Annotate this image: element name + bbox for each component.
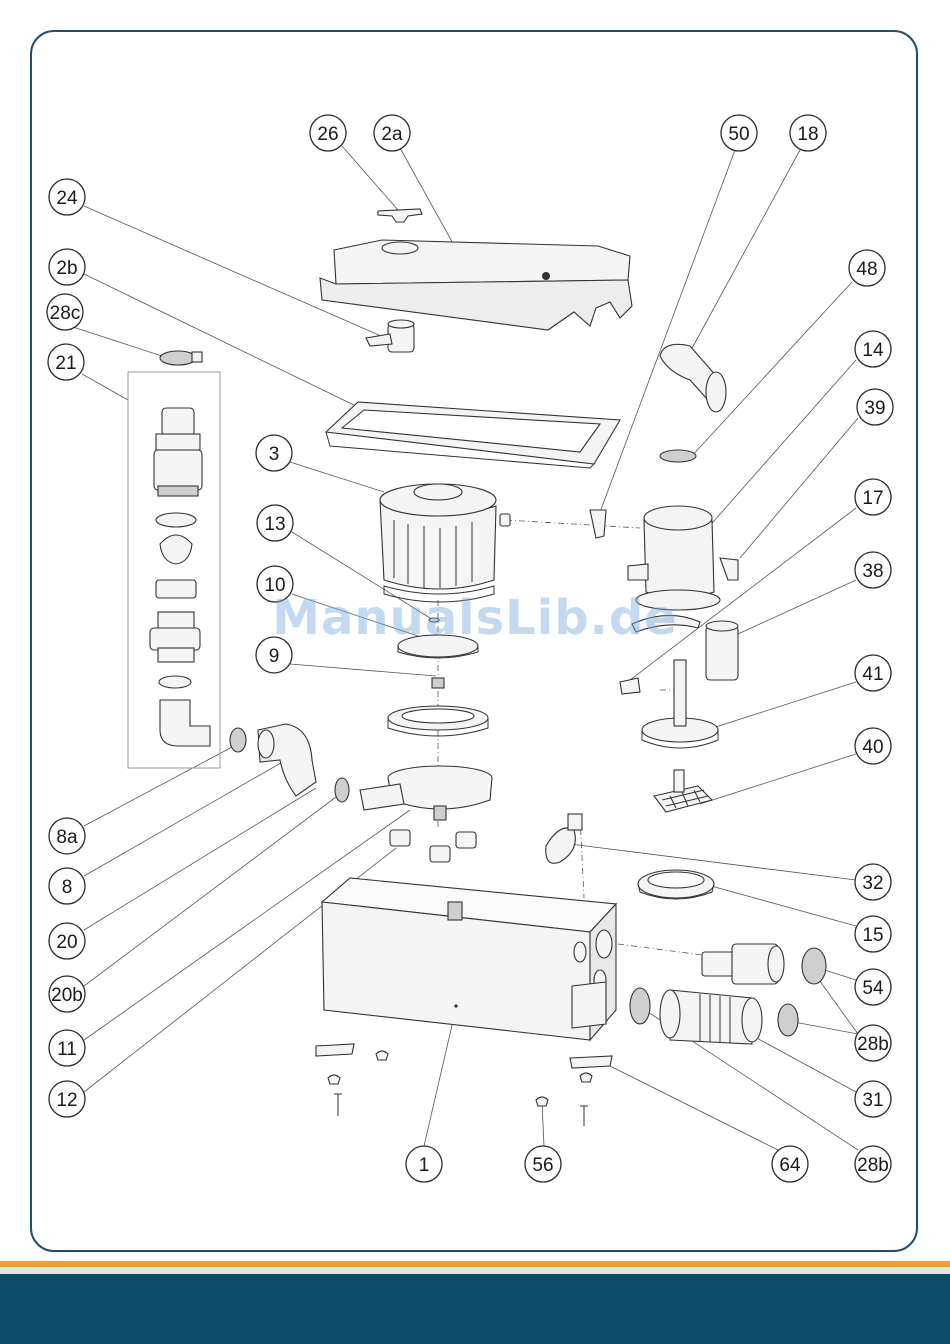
callout-label: 20	[56, 932, 77, 953]
callout-15: 15	[855, 916, 891, 952]
callout-38: 38	[855, 552, 891, 588]
callout-label: 21	[55, 353, 76, 374]
callout-label: 8a	[56, 827, 78, 848]
callout-64: 64	[772, 1146, 808, 1182]
part-28c-clamp	[160, 351, 202, 365]
callout-label: 14	[862, 340, 884, 361]
part-18-elbow	[660, 344, 726, 412]
callout-label: 26	[317, 124, 338, 145]
callout-11: 11	[49, 1030, 85, 1066]
callout-label: 15	[862, 925, 883, 946]
callout-31: 31	[855, 1081, 891, 1117]
callout-48: 48	[849, 250, 885, 286]
part-8-elbow	[258, 724, 316, 796]
callout-8: 8	[49, 868, 85, 904]
callout-40: 40	[855, 728, 891, 764]
callout-label: 8	[62, 877, 73, 898]
callout-label: 3	[269, 444, 280, 465]
callout-label: 50	[728, 124, 749, 145]
footer-light-stripe	[0, 1267, 950, 1274]
callout-label: 9	[269, 646, 280, 667]
part-3-motor	[380, 484, 510, 602]
callout-41: 41	[855, 655, 891, 691]
callout-label: 56	[532, 1155, 553, 1176]
callout-14: 14	[855, 331, 891, 367]
callout-2b: 2b	[49, 249, 85, 285]
callout-32: 32	[855, 864, 891, 900]
callout-label: 12	[56, 1090, 77, 1111]
callout-label: 13	[264, 514, 285, 535]
part-32-flap	[546, 814, 582, 863]
callout-label: 41	[862, 664, 883, 685]
part-12-feet	[390, 830, 476, 862]
part-50-clip	[590, 510, 606, 538]
callout-28c: 28c	[47, 294, 83, 330]
callout-50: 50	[721, 115, 757, 151]
part-64-bracket	[316, 1044, 612, 1084]
part-8a-clamp	[230, 728, 246, 752]
callout-label: 2b	[56, 258, 77, 279]
callout-20: 20	[49, 923, 85, 959]
callout-label: 28b	[857, 1155, 889, 1176]
callout-label: 39	[864, 398, 885, 419]
callout-8a: 8a	[49, 818, 85, 854]
part-2a-lid	[320, 240, 632, 330]
part-54-adapter	[702, 944, 784, 984]
callout-label: 17	[862, 488, 883, 509]
part-39-pin	[720, 558, 738, 580]
callout-20b: 20b	[49, 976, 85, 1012]
part-15-seal	[638, 870, 714, 899]
callout-56: 56	[525, 1146, 561, 1182]
callout-3: 3	[256, 435, 292, 471]
callout-12: 12	[49, 1081, 85, 1117]
callout-label: 20b	[51, 985, 83, 1006]
part-56-feet	[334, 1094, 588, 1126]
callout-26: 26	[310, 115, 346, 151]
callout-label: 24	[56, 188, 78, 209]
callout-18: 18	[790, 115, 826, 151]
callout-label: 1	[419, 1155, 430, 1176]
callout-label: 38	[862, 561, 883, 582]
callout-label: 40	[862, 737, 883, 758]
part-26-clip	[378, 209, 422, 222]
callout-13: 13	[257, 505, 293, 541]
callout-label: 28c	[50, 303, 81, 324]
callout-24: 24	[49, 179, 85, 215]
part-31-hose	[660, 990, 762, 1044]
callout-label: 11	[57, 1039, 77, 1060]
callout-label: 18	[797, 124, 818, 145]
callout-label: 48	[856, 259, 877, 280]
callout-54: 54	[855, 969, 891, 1005]
callout-label: 28b	[857, 1034, 889, 1055]
part-2b-gasket	[326, 402, 620, 468]
callout-label: 32	[862, 873, 883, 894]
callout-21: 21	[48, 344, 84, 380]
part-9-nut	[432, 678, 444, 688]
part-40-grid	[654, 770, 712, 812]
callout-17: 17	[855, 479, 891, 515]
watermark-text: ManualsLib.de	[0, 590, 950, 646]
callout-1: 1	[406, 1146, 442, 1182]
part-1-tank	[322, 878, 616, 1040]
callout-28b-upper: 28b	[855, 1025, 891, 1061]
part-48-clamp	[660, 450, 696, 462]
part-21-fittings-group	[128, 372, 220, 768]
part-41-float	[620, 660, 718, 748]
callout-39: 39	[857, 389, 893, 425]
callout-28b-lower: 28b	[855, 1146, 891, 1182]
callout-label: 64	[779, 1155, 801, 1176]
part-11-pump-housing	[360, 766, 492, 820]
callout-label: 31	[862, 1090, 883, 1111]
callout-2a: 2a	[374, 115, 410, 151]
part-20b-clamp	[335, 778, 349, 802]
callout-label: 54	[862, 978, 884, 999]
footer-bar	[0, 1274, 950, 1344]
callout-label: 2a	[381, 124, 403, 145]
part-24-plug	[366, 320, 414, 352]
